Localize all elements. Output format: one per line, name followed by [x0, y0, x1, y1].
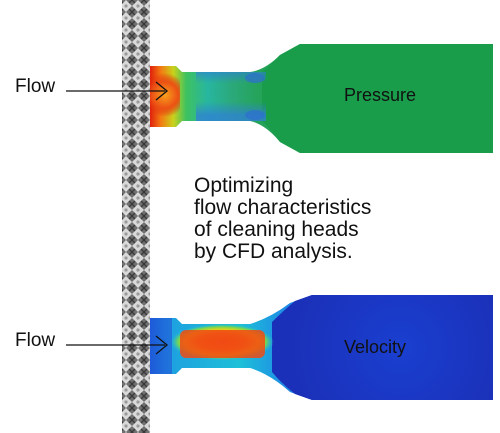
flow-label-top: Flow	[15, 76, 56, 97]
caption-line: of cleaning heads	[194, 218, 359, 241]
caption-line: flow characteristics	[194, 196, 372, 219]
flow-arrow-top	[66, 81, 169, 101]
velocity-label: Velocity	[344, 337, 407, 357]
pressure-field	[150, 44, 493, 153]
velocity-field	[150, 295, 493, 400]
flow-label-bottom: Flow	[15, 330, 56, 351]
caption-line: by CFD analysis.	[194, 240, 353, 263]
caption-line: Optimizing	[194, 174, 294, 197]
pressure-label: Pressure	[344, 85, 417, 105]
flow-arrow-bottom	[66, 335, 169, 355]
braided-hose	[122, 0, 150, 433]
caption: Optimizing flow characteristics of clean…	[194, 175, 434, 263]
